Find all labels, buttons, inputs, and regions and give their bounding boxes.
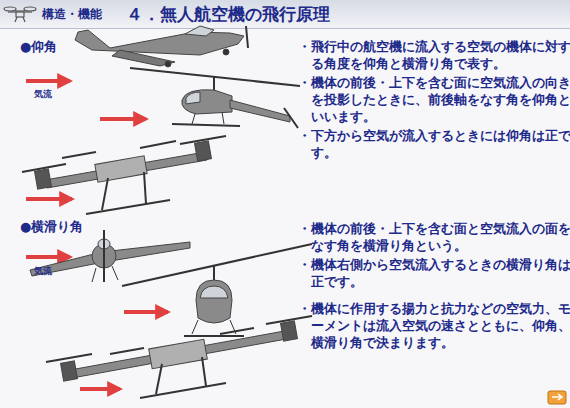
logo [4, 7, 36, 22]
multicopter-front-part [140, 383, 226, 398]
multicopter-front-part [156, 364, 162, 394]
multicopter-side-part [102, 178, 108, 210]
airplane-side-part [246, 26, 248, 48]
logo-part [15, 17, 17, 22]
helicopter-side [130, 68, 300, 128]
helicopter-side-part [172, 124, 240, 126]
logo-part [4, 7, 16, 11]
helicopter-front-part [200, 286, 228, 298]
next-icon-part [552, 394, 562, 400]
slide-title: ４．無人航空機の飛行原理 [126, 3, 330, 26]
airflow-arrow-part [124, 310, 168, 314]
helicopter-front [122, 244, 312, 336]
bullet-text: ・機体に作用する揚力と抗力などの空気力、モーメントは流入空気の速さとともに、仰角… [298, 300, 570, 351]
airplane-side-part [112, 50, 175, 66]
multicopter-front-part [220, 328, 254, 334]
airplane-front-part [103, 230, 105, 282]
multicopter-side-part [144, 172, 146, 204]
airflow-arrow [26, 81, 168, 389]
next-icon-part [548, 391, 566, 404]
airflow-arrow-part [100, 117, 146, 121]
helicopter-side-part [186, 92, 200, 104]
helicopter-front-part [184, 335, 244, 337]
multicopter-front-part [110, 348, 144, 354]
bullet-text: ・飛行中の航空機に流入する空気の機体に対する角度を仰角と横滑り角で表す。 [298, 38, 570, 72]
multicopter-side-part [22, 164, 66, 172]
multicopter-front [46, 316, 312, 398]
multicopter-side [22, 136, 226, 214]
airflow-arrow-part [80, 387, 120, 391]
airflow-arrow-part [26, 79, 70, 83]
section-label: 構造・機能 [42, 6, 102, 23]
multicopter-front-part [46, 354, 92, 362]
helicopter-side-part [284, 108, 298, 128]
multicopter-side-part [35, 169, 52, 189]
airplane-side-part [75, 30, 244, 55]
bullet-text: ・下方から空気が流入するときには仰角は正です。 [298, 127, 570, 161]
multicopter-front-part [202, 357, 206, 386]
multicopter-front-part [149, 339, 208, 368]
airflow-label: 気流 [34, 265, 52, 278]
airplane-front-part [112, 266, 118, 280]
multicopter-side-part [86, 200, 170, 214]
airplane-front-part [30, 242, 190, 276]
airflow-arrow-part [26, 197, 72, 201]
logo-part [23, 17, 25, 22]
helicopter-side-part [182, 90, 232, 114]
multicopter-side-part [62, 152, 96, 158]
airflow-label: 気流 [34, 88, 52, 101]
multicopter-front-part [266, 316, 312, 324]
airplane-side-part [223, 49, 229, 55]
airplane-side-part [185, 26, 214, 36]
logo-part [16, 11, 24, 17]
helicopter-side-part [192, 114, 195, 124]
airplane-front [30, 230, 190, 282]
multicopter-side-part [180, 136, 226, 144]
multicopter-front-part [70, 330, 292, 378]
section-heading: ●仰角 [20, 38, 57, 56]
bullet-text: ・機体右側から空気流入するときの横滑り角は正です。 [298, 256, 570, 290]
next-icon [548, 391, 566, 404]
bullet-text: ・機体の前後・上下を含む面に空気流入の向きを投影したときに、前後軸をなす角を仰角… [298, 74, 570, 125]
helicopter-front-part [196, 280, 232, 323]
multicopter-front-part [281, 321, 298, 341]
airplane-side [75, 26, 248, 67]
multicopter-side-part [95, 156, 147, 182]
multicopter-side-part [195, 141, 212, 161]
helicopter-side-part [230, 100, 290, 122]
airplane-front-part [92, 268, 96, 282]
multicopter-side-part [45, 152, 207, 188]
section-heading: ●横滑り角 [20, 218, 83, 236]
helicopter-front-part [192, 320, 198, 334]
multicopter-side-part [140, 141, 176, 148]
airplane-side-part [165, 61, 171, 67]
helicopter-side-part [222, 112, 224, 124]
bullet-text: ・機体の前後・上下を含む面と空気流入の面をなす角を横滑り角という。 [298, 220, 570, 254]
logo-part [24, 7, 36, 11]
airflow-arrow-part [26, 255, 70, 259]
multicopter-front-part [61, 361, 78, 381]
